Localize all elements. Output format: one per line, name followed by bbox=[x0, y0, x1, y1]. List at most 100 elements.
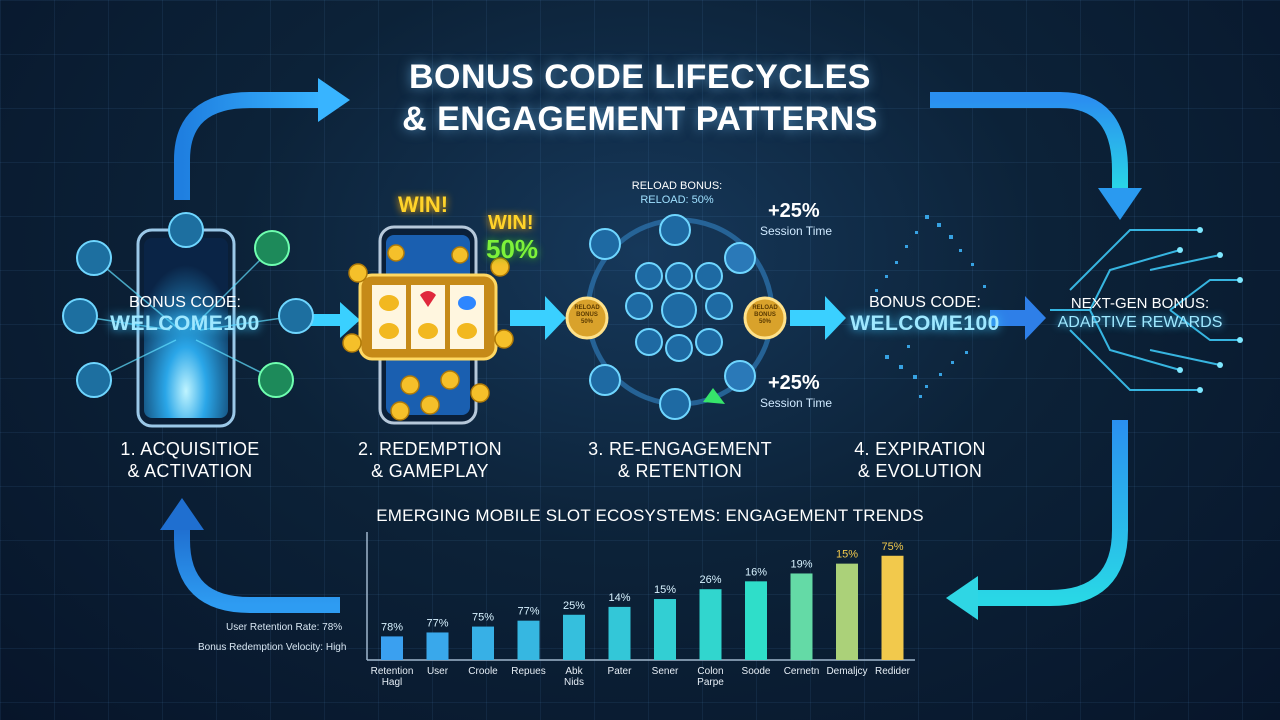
stage-3-subtitle: & RETENTION bbox=[617, 461, 743, 481]
stage2-graphic bbox=[342, 225, 514, 425]
chart-category-label: Cernetn bbox=[784, 666, 820, 677]
stage-1-subtitle: & ACTIVATION bbox=[127, 461, 253, 481]
session-stat-top: +25% bbox=[768, 200, 820, 222]
retention-rate-note: User Retention Rate: 78% bbox=[226, 622, 343, 633]
session-user-icon-2 bbox=[724, 360, 756, 392]
chart-bar bbox=[881, 555, 904, 660]
chart-value-label: 26% bbox=[699, 574, 721, 586]
reload-coin-left bbox=[565, 296, 609, 340]
chart-category-label: Demaljcy bbox=[826, 666, 867, 677]
chart-category-label: Redider bbox=[875, 666, 911, 677]
chart-bar bbox=[654, 599, 676, 660]
nextgen-value: ADAPTIVE REWARDS bbox=[1057, 314, 1223, 331]
arrow-top-right-head bbox=[1098, 188, 1142, 220]
chart-value-label: 15% bbox=[836, 549, 858, 561]
bonus-code-label: BONUS CODE: bbox=[128, 294, 241, 311]
arrow-top-right bbox=[930, 92, 1128, 190]
arrow-bottom-right-head bbox=[946, 576, 978, 620]
arrow-bottom-left bbox=[174, 528, 340, 613]
chart-bar bbox=[381, 636, 403, 660]
reload-bonus-title: RELOAD BONUS: bbox=[631, 180, 723, 192]
chart-bar bbox=[790, 573, 813, 660]
chart-value-label: 77% bbox=[517, 606, 539, 618]
arrow-top-left-head bbox=[318, 78, 350, 122]
chart-value-label: 75% bbox=[472, 612, 494, 624]
expiring-code-value: WELCOME100 bbox=[850, 312, 1000, 335]
stage-3-title: 3. RE-ENGAGEMENT bbox=[588, 439, 772, 459]
chart-value-label: 25% bbox=[563, 600, 585, 612]
session-user-icon bbox=[724, 242, 756, 274]
stage-4-subtitle: & EVOLUTION bbox=[857, 461, 983, 481]
coin-right-label: RELOAD BONUS 50% bbox=[752, 305, 778, 325]
page-title: BONUS CODE LIFECYCLES bbox=[409, 58, 871, 96]
chart-category-label: Soode bbox=[742, 666, 771, 677]
chart-value-label: 75% bbox=[881, 541, 903, 553]
chart-value-label: 15% bbox=[654, 584, 676, 596]
arrow-stage1-2 bbox=[300, 302, 360, 338]
stage-label-1: 1. ACQUISITIOE & ACTIVATION bbox=[90, 438, 290, 482]
stage-label-4: 4. EXPIRATION & EVOLUTION bbox=[820, 438, 1020, 482]
user-avatar-icons bbox=[62, 212, 314, 398]
chart-category-label: Colon bbox=[697, 666, 723, 677]
stage-2-title: 2. REDEMPTION bbox=[358, 439, 502, 459]
win-label-2: WIN! bbox=[488, 212, 534, 234]
stage-label-2: 2. REDEMPTION & GAMEPLAY bbox=[330, 438, 530, 482]
arrow-stage4-5 bbox=[990, 296, 1046, 340]
chart-bar bbox=[472, 626, 494, 660]
coin-left-label: RELOAD BONUS 50% bbox=[574, 305, 600, 325]
stage1-graphic bbox=[62, 212, 314, 428]
chart-category-label: Sener bbox=[652, 666, 679, 677]
chart-bar bbox=[517, 620, 540, 660]
stage-1-title: 1. ACQUISITIOE bbox=[120, 439, 260, 459]
nextgen-title: NEXT-GEN BONUS: bbox=[1070, 295, 1210, 312]
arrow-top-left bbox=[174, 92, 322, 200]
stage-4-title: 4. EXPIRATION bbox=[854, 439, 986, 459]
chart-bar bbox=[836, 563, 858, 660]
arrow-stage2-3 bbox=[510, 296, 566, 340]
arrow-stage3-4 bbox=[790, 296, 846, 340]
chart-title: EMERGING MOBILE SLOT ECOSYSTEMS: ENGAGEM… bbox=[376, 506, 924, 525]
chart-category-label: Hagl bbox=[382, 677, 403, 688]
chart-bar bbox=[426, 632, 449, 660]
chart-category-label: Repues bbox=[511, 666, 545, 677]
page-subtitle: & ENGAGEMENT PATTERNS bbox=[402, 100, 878, 138]
chart-value-label: 19% bbox=[790, 558, 812, 570]
chart-bar bbox=[745, 581, 767, 660]
win-percentage: 50% bbox=[486, 234, 539, 264]
chart-category-label: Nids bbox=[564, 677, 584, 688]
cycle-arrow-icon bbox=[703, 388, 725, 404]
chart-value-label: 77% bbox=[426, 617, 448, 629]
redemption-velocity-note: Bonus Redemption Velocity: High bbox=[198, 642, 347, 653]
chart-category-label: Croole bbox=[468, 666, 498, 677]
chart-category-label: User bbox=[427, 666, 449, 677]
win-label-1: WIN! bbox=[398, 192, 449, 217]
engaged-user-icons bbox=[589, 214, 733, 420]
session-stat-bottom: +25% bbox=[768, 372, 820, 394]
bonus-code-value: WELCOME100 bbox=[110, 312, 260, 335]
session-stat-top-label: Session Time bbox=[760, 224, 833, 238]
chart-category-label: Abk bbox=[565, 666, 583, 677]
stage3-graphic bbox=[565, 214, 787, 420]
chart-value-label: 16% bbox=[745, 566, 767, 578]
arrow-bottom-left-head bbox=[160, 498, 204, 530]
expiring-code-label: BONUS CODE: bbox=[868, 294, 981, 311]
session-stat-bottom-label: Session Time bbox=[760, 396, 833, 410]
chart-value-label: 14% bbox=[608, 592, 630, 604]
chart-category-label: Retention bbox=[371, 666, 414, 677]
chart-bar bbox=[563, 614, 585, 660]
stage4-code: BONUS CODE: WELCOME100 bbox=[840, 294, 1010, 336]
nextgen-circuit bbox=[1050, 227, 1243, 393]
reload-bonus-value: RELOAD: 50% bbox=[640, 194, 714, 206]
stage-2-subtitle: & GAMEPLAY bbox=[371, 461, 489, 481]
chart-value-label: 78% bbox=[381, 621, 403, 633]
chart-bar bbox=[699, 589, 722, 660]
chart-category-label: Pater bbox=[608, 666, 633, 677]
chart-category-label: Parpe bbox=[697, 677, 724, 688]
gold-coins bbox=[342, 244, 514, 421]
stage1-code: BONUS CODE: WELCOME100 bbox=[95, 294, 275, 336]
stage4-particles bbox=[875, 215, 986, 398]
arrow-bottom-right bbox=[975, 420, 1128, 606]
reload-coin-right bbox=[743, 296, 787, 340]
slot-symbols bbox=[379, 291, 477, 339]
